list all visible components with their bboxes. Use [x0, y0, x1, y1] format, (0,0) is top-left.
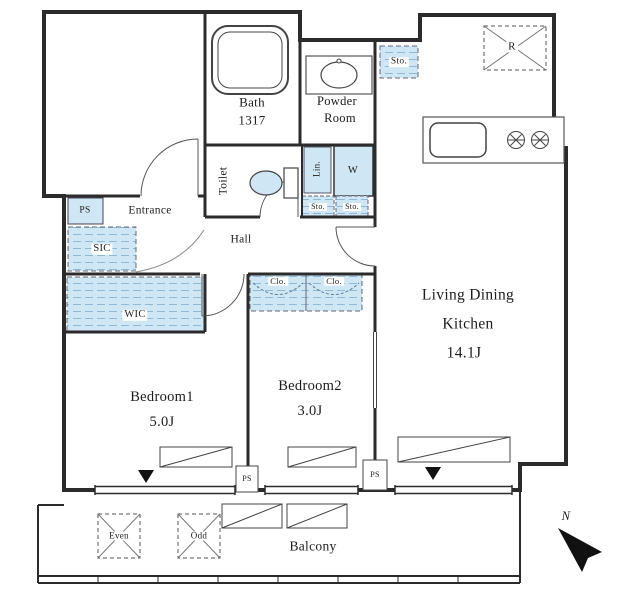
ldk-label-line2: Kitchen — [442, 315, 494, 333]
ps-bottom-label-2: PS — [370, 470, 380, 479]
bedroom1-label: Bedroom1 — [130, 388, 194, 405]
linen-label: Lin. — [311, 161, 322, 177]
closet-label-2: Clo. — [324, 275, 344, 286]
bedroom2-size-label: 3.0J — [297, 402, 323, 419]
storage-small-label-2: Sto. — [343, 202, 361, 211]
even-hatch-label: Even — [107, 530, 131, 541]
ps-top-label: PS — [79, 205, 91, 216]
powder-room-label-line1: Powder — [317, 93, 357, 108]
toilet-fixture — [249, 167, 299, 199]
kitchen-sink-icon — [429, 122, 487, 158]
powder-room-label-line2: Room — [324, 110, 356, 125]
vent-triangle-icons — [138, 467, 441, 483]
bath-label: Bath — [239, 94, 265, 110]
wic-label: WIC — [122, 308, 148, 321]
hall-label: Hall — [230, 233, 252, 246]
washer-label: W — [347, 164, 359, 176]
shutter-boxes — [159, 436, 511, 529]
interior-walls — [64, 12, 377, 490]
storage-top-label: Sto. — [388, 56, 410, 67]
stove-burner-icons — [507, 131, 549, 149]
sic-label: SIC — [91, 242, 113, 255]
bedroom1-size-label: 5.0J — [149, 413, 175, 430]
bedroom2-label: Bedroom2 — [278, 377, 342, 394]
north-label: N — [561, 508, 571, 523]
entrance-label: Entrance — [128, 204, 172, 217]
powder-sink — [305, 55, 373, 95]
kitchen-counter — [422, 116, 565, 164]
ldk-label-line1: Living Dining — [421, 286, 515, 304]
balcony-rail — [37, 490, 521, 584]
storage-small-label-1: Sto. — [309, 202, 327, 211]
linen-box — [303, 146, 332, 194]
north-arrow-icon — [558, 528, 602, 572]
ps-top-box — [67, 197, 104, 225]
closet-box — [249, 272, 363, 312]
bathtub — [211, 25, 289, 95]
window-bedroom2 — [264, 485, 359, 495]
ps-bottom-label-1: PS — [242, 474, 252, 483]
ps-bottom-boxes — [235, 459, 388, 493]
odd-hatch-label: Odd — [188, 530, 210, 541]
toilet-label: Toilet — [217, 166, 230, 196]
refrigerator-label: R — [506, 40, 518, 53]
balcony-label: Balcony — [289, 538, 337, 554]
closet-label-1: Clo. — [268, 275, 288, 286]
window-ldk — [394, 485, 513, 495]
sliding-door-bedroom2 — [373, 332, 377, 408]
bath-size-label: 1317 — [238, 112, 266, 128]
entrance-step-line — [135, 229, 205, 273]
window-bedroom1 — [94, 485, 236, 495]
ldk-size-label: 14.1J — [446, 344, 482, 362]
wic-box — [66, 276, 205, 332]
